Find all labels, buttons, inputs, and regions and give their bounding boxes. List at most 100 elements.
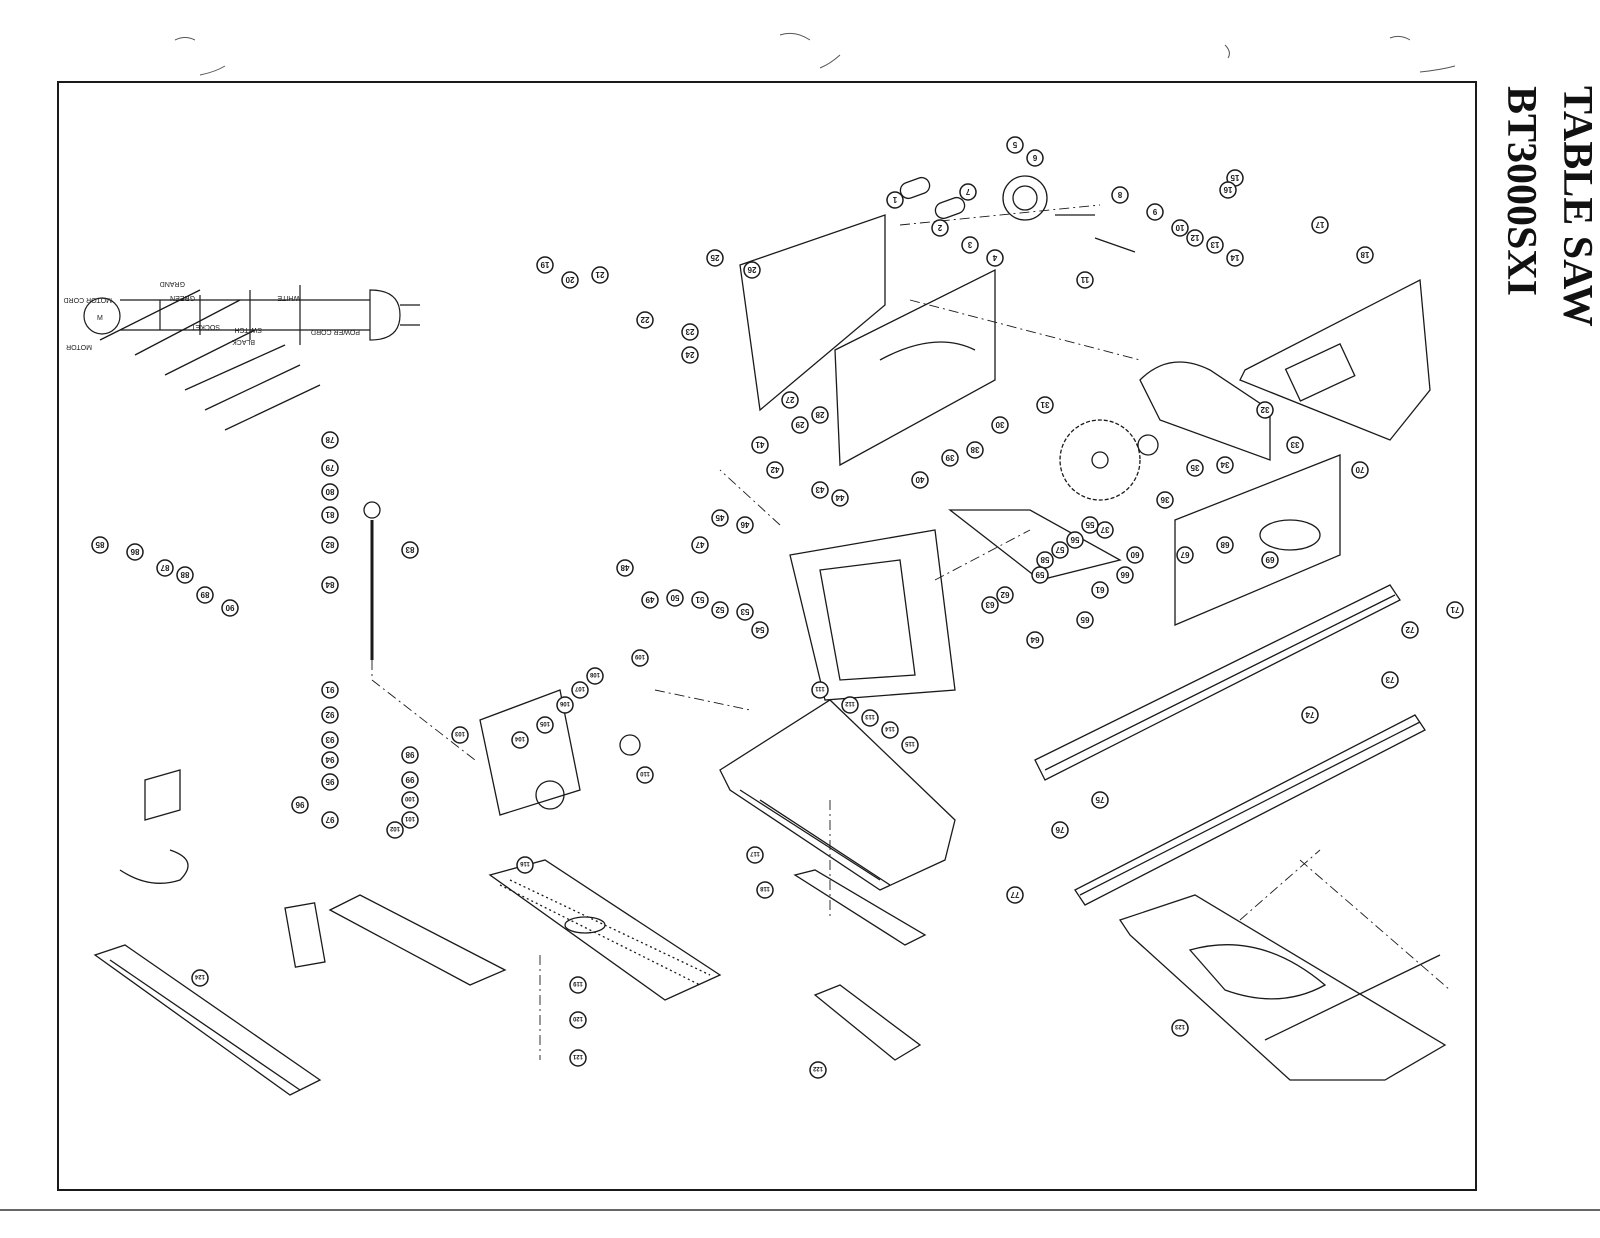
callout-circle-48 [616,559,634,577]
callout-circle-96 [291,796,309,814]
callout-number-123: 123 [1174,1023,1185,1029]
callout-circle-92 [321,706,339,724]
callout-circle-60 [1126,546,1144,564]
callout-circle-18 [1356,246,1374,264]
wiring-label-grand: GRAND [160,280,185,287]
callout-number-75: 75 [1095,795,1104,804]
callout-circle-90 [221,599,239,617]
callout-circle-93 [321,731,339,749]
callout-number-117: 117 [750,850,760,856]
callout-circle-17 [1311,216,1329,234]
callout-circle-85 [91,536,109,554]
callout-number-114: 114 [885,725,895,731]
callout-circle-104 [511,731,529,749]
scan-mark [174,32,1456,76]
callout-circle-87 [156,559,174,577]
brand-plate [1284,343,1356,402]
callout-number-95: 95 [325,777,334,786]
callout-circle-38 [966,441,984,459]
callout-circle-12 [1186,229,1204,247]
callout-number-28: 28 [815,410,824,419]
callout-number-118: 118 [760,885,770,891]
left-extension [328,894,507,986]
callout-circle-26 [743,261,761,279]
callout-number-101: 101 [404,815,415,821]
callout-number-51: 51 [695,595,704,604]
callout-circle-20 [561,271,579,289]
callout-number-23: 23 [685,327,694,336]
callout-number-106: 106 [559,700,570,706]
wrench-3 [164,329,256,376]
switch-box [144,769,181,821]
callout-number-13: 13 [1210,240,1219,249]
callout-circle-51 [691,591,709,609]
callout-number-39: 39 [945,453,954,462]
callout-circle-118 [756,881,774,899]
callout-circle-124 [191,969,209,987]
callout-circle-120 [569,1011,587,1029]
callout-circle-49 [641,591,659,609]
callout-number-35: 35 [1190,463,1199,472]
callout-circle-53 [736,603,754,621]
callout-circle-91 [321,681,339,699]
callout-number-40: 40 [915,475,924,484]
callout-number-88: 88 [180,570,189,579]
callout-number-47: 47 [695,540,704,549]
callout-number-110: 110 [640,770,650,776]
callout-circle-8 [1111,186,1129,204]
callout-number-4: 4 [992,253,997,262]
callout-number-42: 42 [770,465,779,474]
callout-circle-42 [766,461,784,479]
callout-circle-59 [1031,566,1049,584]
wrench-2 [134,299,241,356]
callout-number-8: 8 [1117,190,1122,199]
callout-circle-7 [959,183,977,201]
power-cord [119,849,189,884]
main-table [488,859,722,1001]
callout-circle-21 [591,266,609,284]
sliding-table [1118,894,1447,1081]
callout-number-18: 18 [1360,250,1369,259]
callout-circle-101 [401,811,419,829]
callout-circle-64 [1026,631,1044,649]
callout-number-55: 55 [1085,520,1094,529]
washer [1137,434,1159,456]
callout-number-41: 41 [755,440,764,449]
diagram-title: TABLE SAW [1554,86,1600,327]
blade-guard [1139,361,1271,461]
left-rail [93,944,322,1096]
callout-circle-35 [1186,459,1204,477]
wiring-label-motor-cord: MOTOR CORD [64,296,112,303]
callout-number-38: 38 [970,445,979,454]
callout-number-27: 27 [785,395,794,404]
callout-circle-113 [861,709,879,727]
callout-circle-62 [996,586,1014,604]
callout-number-33: 33 [1290,440,1299,449]
callout-circle-25 [706,249,724,267]
callout-number-16: 16 [1223,185,1232,194]
callout-number-45: 45 [715,513,724,522]
callout-circle-14 [1226,249,1244,267]
callout-circle-44 [831,489,849,507]
callout-number-7: 7 [965,187,970,196]
callout-circle-29 [791,416,809,434]
callout-number-73: 73 [1385,675,1394,684]
callout-circle-68 [1216,536,1234,554]
lower-rail [1074,714,1426,906]
callout-circle-3 [961,236,979,254]
callout-circle-39 [941,449,959,467]
callout-circle-82 [321,536,339,554]
callout-number-66: 66 [1120,570,1129,579]
callout-number-64: 64 [1030,635,1039,644]
callout-circle-23 [681,323,699,341]
callout-number-81: 81 [325,510,334,519]
callout-number-113: 113 [865,713,875,719]
callout-number-69: 69 [1265,555,1274,564]
callout-number-32: 32 [1260,405,1269,414]
upper-rail [1034,584,1401,781]
callout-number-31: 31 [1040,400,1049,409]
callout-number-76: 76 [1055,825,1064,834]
callout-number-109: 109 [634,653,645,659]
callout-circle-54 [751,621,769,639]
callout-number-107: 107 [574,685,585,691]
